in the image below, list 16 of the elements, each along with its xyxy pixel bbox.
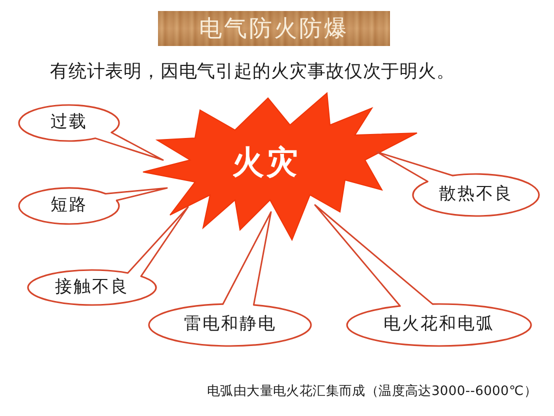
callout-tail [94,132,164,161]
callout-bubble: 过载 [18,104,120,142]
intro-text: 有统计表明，因电气引起的火灾事故仅次于明火。 [50,61,455,83]
callout-bubble: 雷电和静电 [148,303,312,347]
callout-tail [127,206,189,278]
footnote-text: 电弧由大量电火花汇集而成（温度高达3000--6000℃） [207,384,537,400]
callout-bubble: 短路 [18,187,120,225]
callout-bubble: 电火花和电弧 [346,303,532,347]
callout-tail [104,187,168,202]
callout-tail [376,151,454,182]
callout-tail [314,204,434,307]
callout-bubble: 散热不良 [412,173,540,217]
title-banner: 电气防火防爆 [158,11,390,46]
starburst: 火灾 [143,93,417,240]
callout-tail [222,211,272,306]
callout-bubble: 接触不良 [27,269,157,306]
